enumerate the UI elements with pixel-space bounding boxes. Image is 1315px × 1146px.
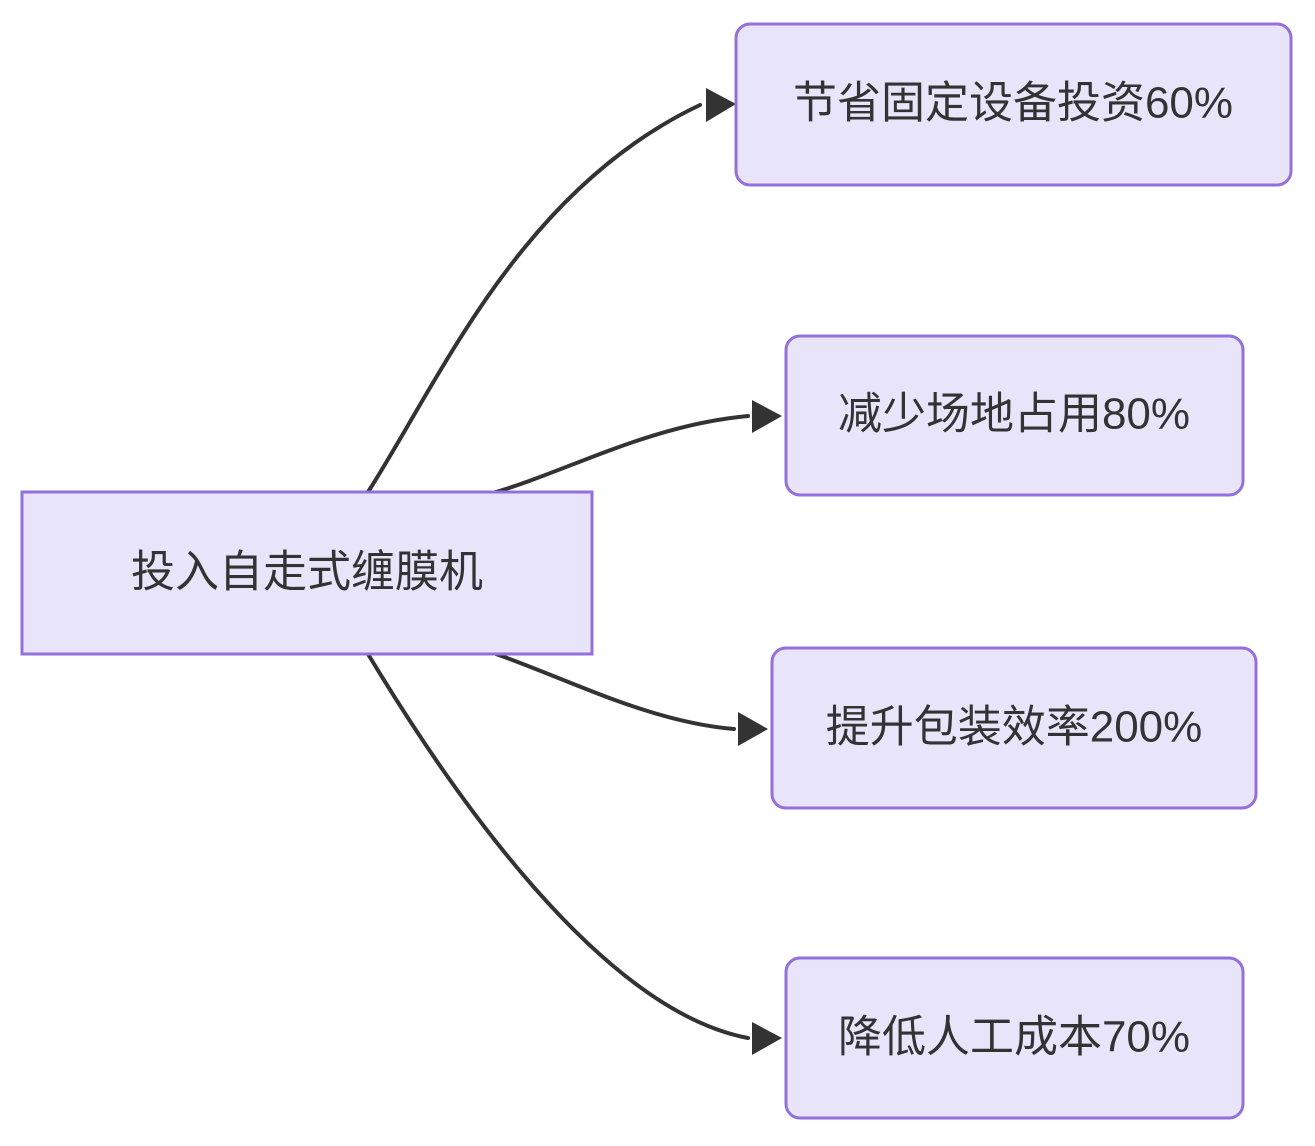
- arrow-head-icon: [706, 88, 736, 122]
- edge-path-3: [494, 652, 736, 731]
- edge-path-1: [366, 103, 702, 494]
- edges-layer: [366, 88, 782, 1055]
- arrow-head-icon: [752, 1022, 782, 1055]
- node-leaf-1[interactable]: 节省固定设备投资60%: [734, 22, 1293, 187]
- nodes-layer: 投入自走式缠膜机 节省固定设备投资60% 减少场地占用80% 提升包装效率200…: [20, 22, 1293, 1120]
- edge-root-to-leaf-4[interactable]: [366, 652, 782, 1055]
- node-leaf-4-shape: [784, 956, 1245, 1120]
- node-root-shape: [20, 490, 594, 656]
- node-root[interactable]: 投入自走式缠膜机: [20, 490, 594, 656]
- node-leaf-2-shape: [784, 334, 1245, 497]
- edge-path-2: [494, 414, 750, 494]
- edge-path-4: [366, 652, 750, 1040]
- arrow-head-icon: [738, 712, 768, 746]
- node-leaf-2-label: 减少场地占用80%: [838, 390, 1190, 439]
- node-leaf-3-shape: [770, 646, 1258, 810]
- node-root-label: 投入自走式缠膜机: [131, 548, 483, 597]
- node-leaf-4-label: 降低人工成本70%: [838, 1013, 1190, 1062]
- node-leaf-1-label: 节省固定设备投资60%: [793, 79, 1233, 128]
- node-leaf-2[interactable]: 减少场地占用80%: [784, 334, 1245, 497]
- edge-root-to-leaf-1[interactable]: [366, 88, 736, 494]
- edge-root-to-leaf-2[interactable]: [494, 400, 782, 494]
- node-leaf-3[interactable]: 提升包装效率200%: [770, 646, 1258, 810]
- node-leaf-3-label: 提升包装效率200%: [826, 703, 1203, 752]
- arrow-head-icon: [752, 400, 782, 433]
- node-leaf-4[interactable]: 降低人工成本70%: [784, 956, 1245, 1120]
- edge-root-to-leaf-3[interactable]: [494, 652, 768, 746]
- node-leaf-1-shape: [734, 22, 1293, 187]
